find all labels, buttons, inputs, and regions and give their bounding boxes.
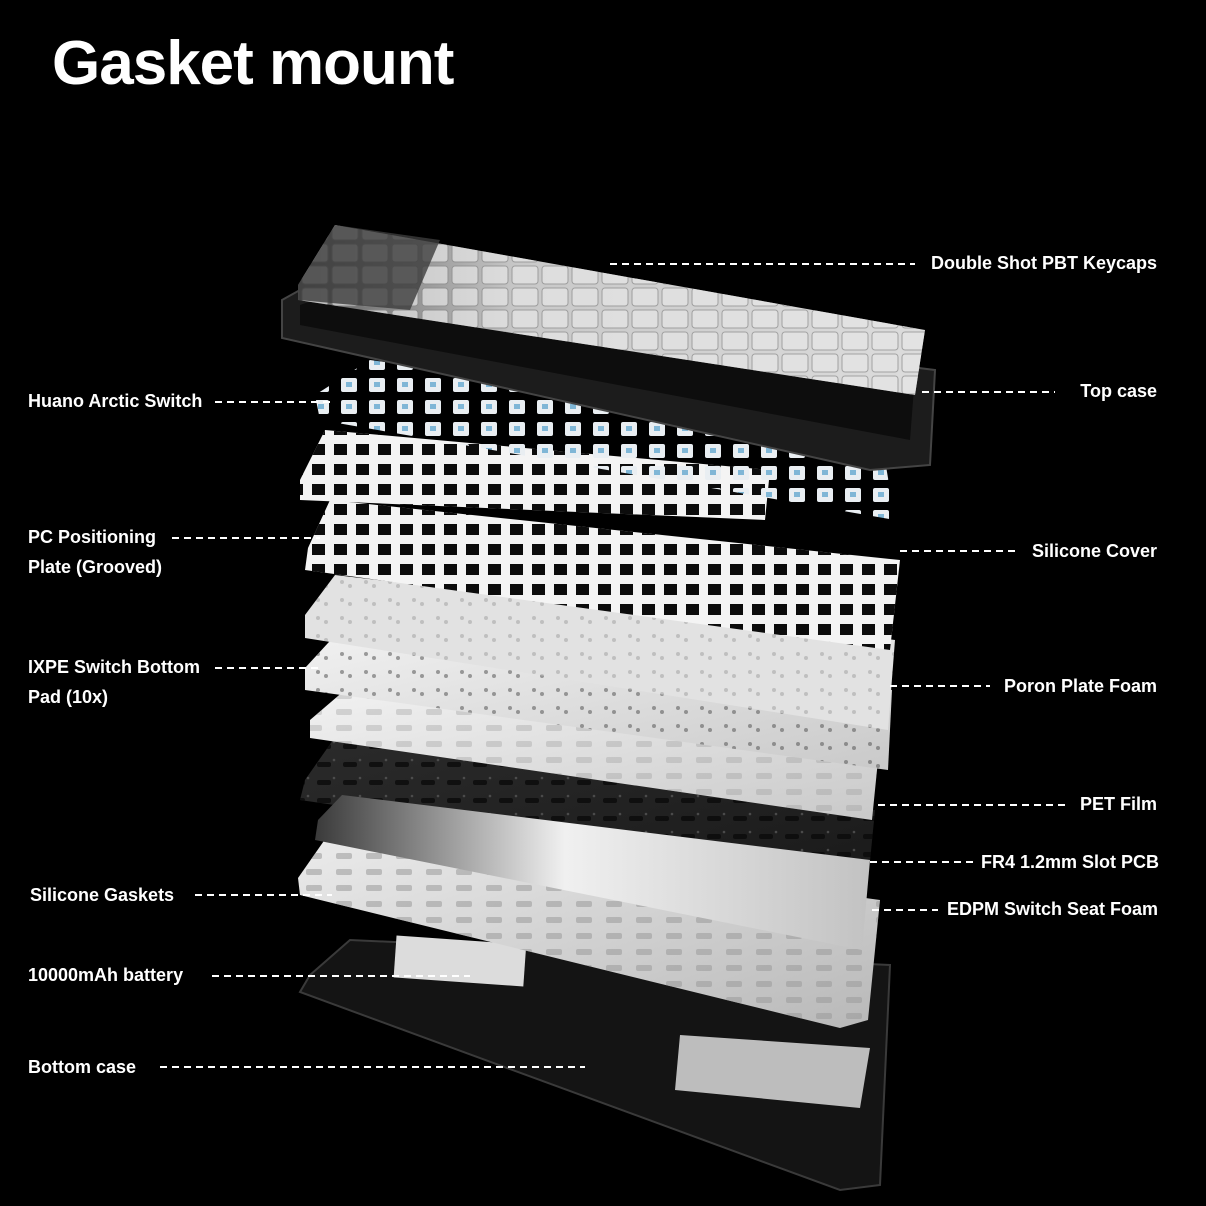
label-keycaps: Double Shot PBT Keycaps [930,253,1157,273]
label-gaskets: Silicone Gaskets [30,885,175,905]
label-ixpe-line1: IXPE Switch Bottom [28,657,201,677]
switches-layer [315,360,895,520]
pet-film-layer [315,795,870,950]
label-bottom-case: Bottom case [28,1057,137,1077]
plate-grid-layer [300,430,770,520]
label-plate-line2: Plate (Grooved) [28,557,163,577]
label-battery: 10000mAh battery [28,965,184,985]
label-silicone-cover: Silicone Cover [1031,541,1157,561]
leader-lines [160,263,1068,1068]
label-pet: PET Film [1079,794,1157,814]
label-pcb: FR4 1.2mm Slot PCB [980,852,1159,872]
pc-plate-layer [305,500,900,650]
ixpe-pad-layer [305,630,892,770]
poron-foam-layer [310,690,878,820]
silicone-cover-layer [305,575,895,730]
label-ixpe-line2: Pad (10x) [28,687,109,707]
label-edpm: EDPM Switch Seat Foam [946,899,1158,919]
edpm-foam-layer [298,825,880,1028]
label-plate-line1: PC Positioning [28,527,156,547]
label-switch: Huano Arctic Switch [28,391,203,411]
battery-shape [393,935,527,987]
keycaps-layer [298,225,925,395]
label-poron: Poron Plate Foam [1003,676,1157,696]
page-title: Gasket mount [52,29,454,98]
label-top-case: Top case [1080,381,1157,401]
